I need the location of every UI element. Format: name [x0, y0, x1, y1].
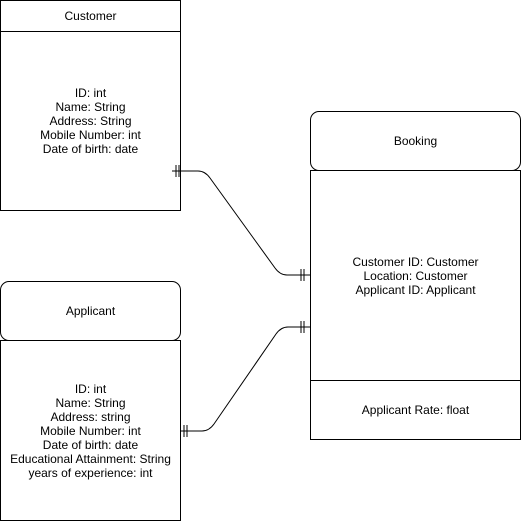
booking-rate-section[interactable]: Applicant Rate: float: [310, 380, 521, 440]
booking-entity-header[interactable]: Booking: [310, 111, 521, 171]
customer-entity-title: Customer: [64, 9, 117, 23]
applicant-attr-address: Address: string: [50, 409, 131, 424]
booking-entity-title: Booking: [393, 134, 438, 148]
customer-booking-connector[interactable]: [172, 170, 310, 276]
applicant-attr-name: Name: String: [55, 395, 126, 410]
applicant-attr-dob: Date of birth: date: [42, 437, 139, 452]
booking-attr-location: Location: Customer: [363, 268, 468, 283]
applicant-entity-title: Applicant: [65, 304, 116, 318]
customer-attr-name: Name: String: [55, 100, 126, 114]
customer-attr-id: ID: int: [74, 86, 107, 100]
applicant-booking-connector[interactable]: [181, 326, 310, 432]
applicant-attr-education: Educational Attainment: String: [10, 451, 171, 466]
customer-attributes[interactable]: ID: int Name: String Address: String Mob…: [0, 31, 181, 211]
applicant-attr-mobile: Mobile Number: int: [40, 423, 141, 438]
booking-attr-applicant-rate: Applicant Rate: float: [361, 403, 470, 417]
applicant-attributes[interactable]: ID: int Name: String Address: string Mob…: [0, 340, 181, 521]
applicant-entity-header[interactable]: Applicant: [0, 281, 181, 341]
booking-attr-customer-id: Customer ID: Customer: [352, 254, 479, 269]
customer-entity-header[interactable]: Customer: [0, 0, 181, 32]
applicant-attr-id: ID: int: [74, 381, 107, 396]
customer-attr-dob: Date of birth: date: [42, 142, 139, 156]
booking-attr-applicant-id: Applicant ID: Applicant: [355, 282, 476, 297]
applicant-attr-experience: years of experience: int: [28, 465, 153, 480]
customer-attr-mobile: Mobile Number: int: [40, 128, 141, 142]
customer-attr-address: Address: String: [49, 114, 132, 128]
